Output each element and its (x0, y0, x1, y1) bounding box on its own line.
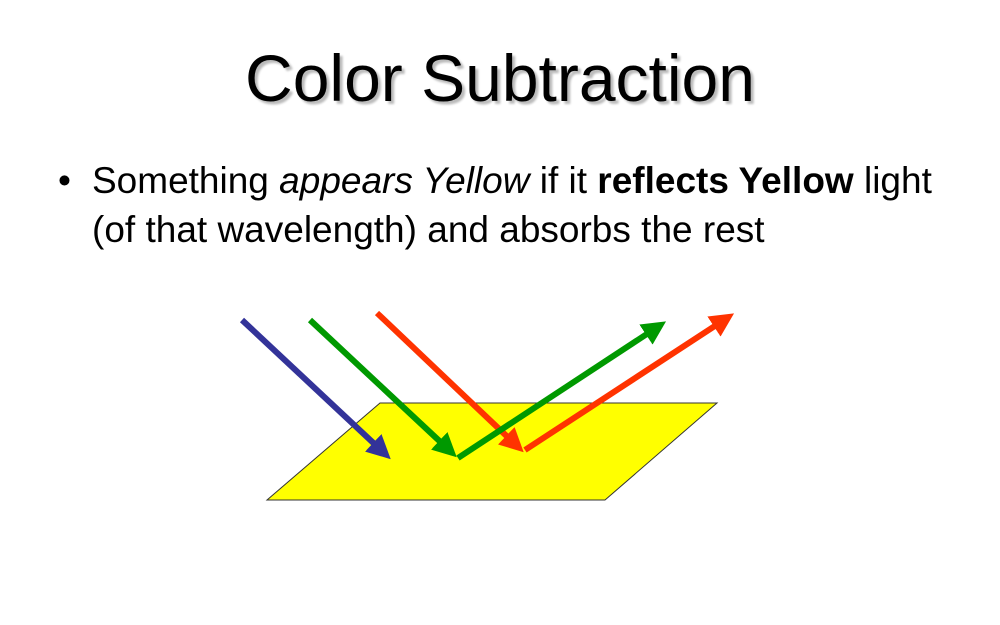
text-segment: if it (529, 160, 598, 201)
slide-title: Color Subtraction (245, 41, 755, 115)
bullet-text: Something appears Yellow if it reflects … (92, 156, 958, 254)
bullet-marker: • (58, 160, 71, 201)
green-incident-arrow (307, 317, 457, 458)
text-segment: light (of that wavelength) and absorbs t… (92, 160, 932, 250)
text-italic: appears Yellow (279, 160, 530, 201)
green-reflected-arrow (456, 321, 667, 461)
bullet-point: • Something appears Yellow if it reflect… (58, 156, 958, 254)
text-segment: Something (92, 160, 280, 201)
blue-incident-arrow (239, 317, 391, 460)
yellow-surface (265, 402, 719, 501)
red-reflected-arrow (523, 313, 735, 453)
red-incident-arrow (374, 310, 524, 453)
text-bold: reflects Yellow (597, 160, 854, 201)
